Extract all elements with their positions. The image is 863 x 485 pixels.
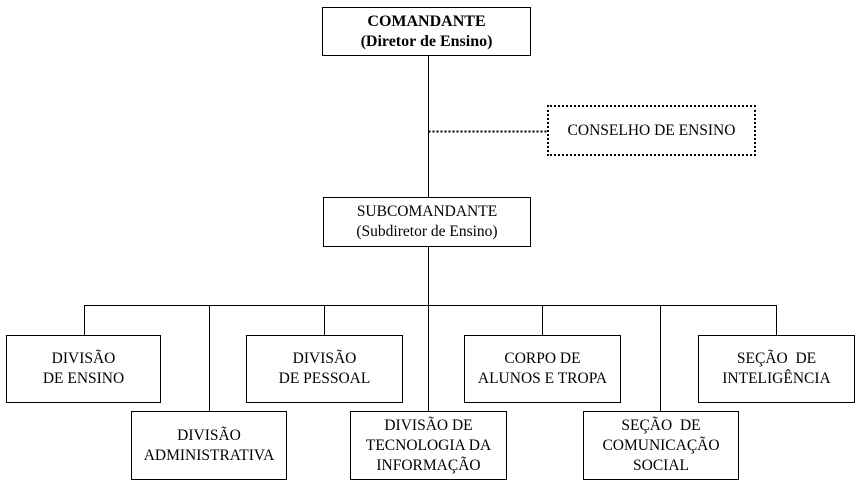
secao-comunicacao-line1: SEÇÃO DE xyxy=(621,416,701,434)
divisao-pessoal-line1: DIVISÃO xyxy=(292,350,357,367)
corpo-alunos-line2: ALUNOS E TROPA xyxy=(477,370,608,387)
comandante-title: COMANDANTE xyxy=(367,12,486,30)
divisao-tecnologia-line2: TECNOLOGIA DA xyxy=(365,436,492,454)
divisao-administrativa-line2: ADMINISTRATIVA xyxy=(143,446,275,464)
secao-inteligencia-line2: INTELIGÊNCIA xyxy=(722,370,831,387)
node-divisao-de-pessoal: DIVISÃO DE PESSOAL xyxy=(246,335,403,403)
node-divisao-de-ensino: DIVISÃO DE ENSINO xyxy=(6,335,161,403)
secao-inteligencia-line1: SEÇÃO DE xyxy=(736,350,817,367)
node-divisao-de-tecnologia-da-informacao: DIVISÃO DE TECNOLOGIA DA INFORMAÇÃO xyxy=(350,411,507,480)
divisao-tecnologia-line3: INFORMAÇÃO xyxy=(376,456,481,474)
node-subcomandante: SUBCOMANDANTE (Subdiretor de Ensino) xyxy=(323,197,531,247)
node-corpo-de-alunos-e-tropa: CORPO DE ALUNOS E TROPA xyxy=(464,335,621,403)
subcomandante-subtitle: (Subdiretor de Ensino) xyxy=(356,223,498,240)
node-divisao-administrativa: DIVISÃO ADMINISTRATIVA xyxy=(131,411,287,480)
subcomandante-title: SUBCOMANDANTE xyxy=(356,203,498,220)
secao-comunicacao-line3: SOCIAL xyxy=(633,456,689,474)
divisao-ensino-line2: DE ENSINO xyxy=(42,370,125,387)
divisao-administrativa-line1: DIVISÃO xyxy=(177,426,241,444)
node-comandante: COMANDANTE (Diretor de Ensino) xyxy=(322,7,531,56)
divisao-ensino-line1: DIVISÃO xyxy=(51,350,116,367)
comandante-subtitle: (Diretor de Ensino) xyxy=(360,32,493,50)
node-conselho-de-ensino: CONSELHO DE ENSINO xyxy=(547,105,756,156)
node-secao-de-comunicacao-social: SEÇÃO DE COMUNICAÇÃO SOCIAL xyxy=(583,411,739,480)
conselho-label: CONSELHO DE ENSINO xyxy=(567,121,736,139)
divisao-pessoal-line2: DE PESSOAL xyxy=(278,370,371,387)
corpo-alunos-line1: CORPO DE xyxy=(504,350,581,367)
node-secao-de-inteligencia: SEÇÃO DE INTELIGÊNCIA xyxy=(698,335,855,403)
secao-comunicacao-line2: COMUNICAÇÃO xyxy=(602,436,720,454)
divisao-tecnologia-line1: DIVISÃO DE xyxy=(384,416,473,434)
